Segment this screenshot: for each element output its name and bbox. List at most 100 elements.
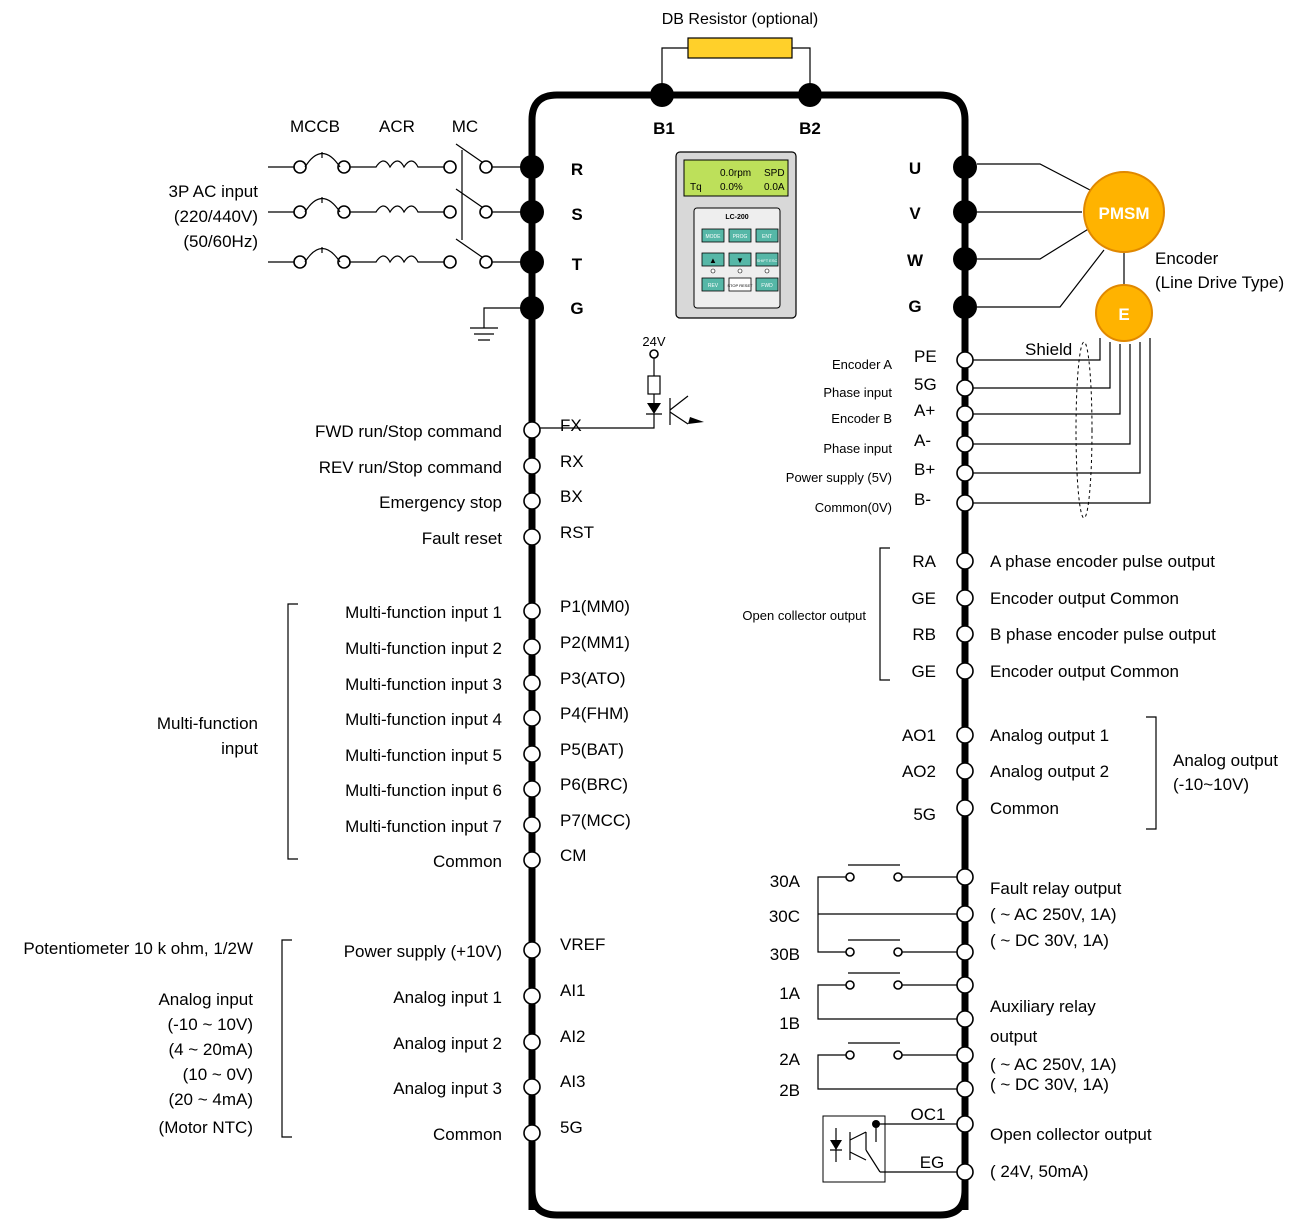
terminal-30b xyxy=(956,943,974,961)
analog-out-group-line2: (-10~10V) xyxy=(1173,775,1249,794)
analog-out-group-line1: Analog output xyxy=(1173,751,1278,770)
left-input-desc-8: Multi-function input 5 xyxy=(345,746,502,765)
terminal-t xyxy=(520,250,544,274)
encoder-terminal-3 xyxy=(956,435,974,453)
analog-input-desc-3: Analog input 3 xyxy=(393,1079,502,1098)
encoder-out-desc-1: Encoder output Common xyxy=(990,589,1179,608)
key-mode[interactable] xyxy=(701,228,725,243)
terminal-g-out xyxy=(953,295,977,319)
terminal-2b xyxy=(956,1080,974,1098)
left-input-term-0: FX xyxy=(560,416,582,435)
key-rev[interactable] xyxy=(701,277,725,292)
key-rev-label: REV xyxy=(708,283,719,289)
left-input-term-7: P4(FHM) xyxy=(560,704,629,723)
encoder-term-desc-2: Encoder B xyxy=(831,411,892,426)
terminal-w xyxy=(953,247,977,271)
left-terminal-1 xyxy=(523,457,541,475)
pmsm-motor xyxy=(1083,171,1165,253)
key-stop-reset[interactable] xyxy=(728,277,752,292)
left-terminal-3 xyxy=(523,528,541,546)
terminal-r-label: R xyxy=(571,160,583,179)
lcd-value2: 0.0A xyxy=(764,182,785,193)
terminal-b1 xyxy=(650,83,674,107)
analog-in-group-line-3: (10 ~ 0V) xyxy=(183,1065,253,1084)
encoder-terminal-0 xyxy=(956,351,974,369)
analog-out-terminal-1 xyxy=(956,762,974,780)
analog-out-term-1: AO2 xyxy=(902,762,936,781)
motor-wiring xyxy=(970,163,1151,519)
inverter-body xyxy=(528,91,969,1210)
relay-30b-label: 30B xyxy=(770,945,800,964)
mccb-acr-mc-circuit xyxy=(268,143,532,341)
left-input-desc-10: Multi-function input 7 xyxy=(345,817,502,836)
analog-out-term-0: AO1 xyxy=(902,726,936,745)
oc-output-line2: ( 24V, 50mA) xyxy=(990,1162,1089,1181)
encoder-out-term-0: RA xyxy=(912,552,936,571)
left-terminal-11 xyxy=(523,851,541,869)
encoder-label-1: Encoder xyxy=(1155,249,1219,268)
analog-in-group-line-1: (-10 ~ 10V) xyxy=(167,1015,253,1034)
analog-input-desc-1: Analog input 1 xyxy=(393,988,502,1007)
left-input-desc-3: Fault reset xyxy=(422,529,503,548)
left-input-term-11: CM xyxy=(560,846,586,865)
input-photocoupler: 24V xyxy=(540,334,704,429)
terminal-eg xyxy=(956,1163,974,1181)
mf-group-line1: Multi-function xyxy=(157,714,258,733)
terminal-oc1 xyxy=(956,1115,974,1133)
analog-terminal-1 xyxy=(523,987,541,1005)
left-terminal-4 xyxy=(523,602,541,620)
encoder-term-desc-0: Encoder A xyxy=(832,357,892,372)
key-prog[interactable] xyxy=(728,228,752,243)
relay-30a-label: 30A xyxy=(770,872,801,891)
eg-label: EG xyxy=(920,1153,945,1172)
encoder-out-desc-2: B phase encoder pulse output xyxy=(990,625,1216,644)
key-shift-esc-label: SHIFT ESC xyxy=(757,258,778,263)
key-down-label: ▼ xyxy=(736,256,744,265)
pot-label: Potentiometer 10 k ohm, 1/2W xyxy=(23,939,253,958)
left-input-term-4: P1(MM0) xyxy=(560,597,630,616)
key-mode-label: MODE xyxy=(706,234,722,240)
left-input-desc-6: Multi-function input 3 xyxy=(345,675,502,694)
left-input-desc-4: Multi-function input 1 xyxy=(345,603,502,622)
analog-input-term-1: AI1 xyxy=(560,981,586,1000)
terminal-s xyxy=(520,200,544,224)
analog-input-desc-4: Common xyxy=(433,1125,502,1144)
analog-out-bracket xyxy=(1146,716,1157,830)
key-shift-esc[interactable] xyxy=(755,252,779,267)
lcd-speed: 0.0rpm xyxy=(720,168,751,179)
key-down[interactable] xyxy=(728,252,752,267)
terminal-g-out-label: G xyxy=(908,297,921,316)
encoder-term-desc-5: Common(0V) xyxy=(815,500,892,515)
relay-2b-label: 2B xyxy=(779,1081,800,1100)
key-fwd-label: FWD xyxy=(761,283,773,289)
mf-group-line2: input xyxy=(221,739,258,758)
mf-group-bracket xyxy=(287,603,298,860)
terminal-1a xyxy=(956,976,974,994)
encoder-label-2: (Line Drive Type) xyxy=(1155,273,1284,292)
encoder-term-label-5: B- xyxy=(914,490,931,509)
oc-output-line1: Open collector output xyxy=(990,1125,1152,1144)
left-terminal-10 xyxy=(523,816,541,834)
lcd-mode: SPD xyxy=(764,168,785,179)
relay-2a-label: 2A xyxy=(779,1050,800,1069)
fault-relay-line1: Fault relay output xyxy=(990,879,1122,898)
left-terminal-5 xyxy=(523,638,541,656)
key-up[interactable] xyxy=(701,252,725,267)
encoder-terminal-4 xyxy=(956,464,974,482)
key-ent[interactable] xyxy=(755,228,779,243)
left-terminal-9 xyxy=(523,780,541,798)
terminal-b1-label: B1 xyxy=(653,119,675,138)
left-input-term-6: P3(ATO) xyxy=(560,669,626,688)
encoder-out-desc-3: Encoder output Common xyxy=(990,662,1179,681)
analog-input-term-3: AI3 xyxy=(560,1072,586,1091)
left-input-desc-7: Multi-function input 4 xyxy=(345,710,502,729)
analog-in-group-line-4: (20 ~ 4mA) xyxy=(168,1090,253,1109)
key-fwd[interactable] xyxy=(755,277,779,292)
analog-out-term-2: 5G xyxy=(913,805,936,824)
analog-out-desc-2: Common xyxy=(990,799,1059,818)
encoder-out-term-2: RB xyxy=(912,625,936,644)
mc-label: MC xyxy=(452,117,478,136)
